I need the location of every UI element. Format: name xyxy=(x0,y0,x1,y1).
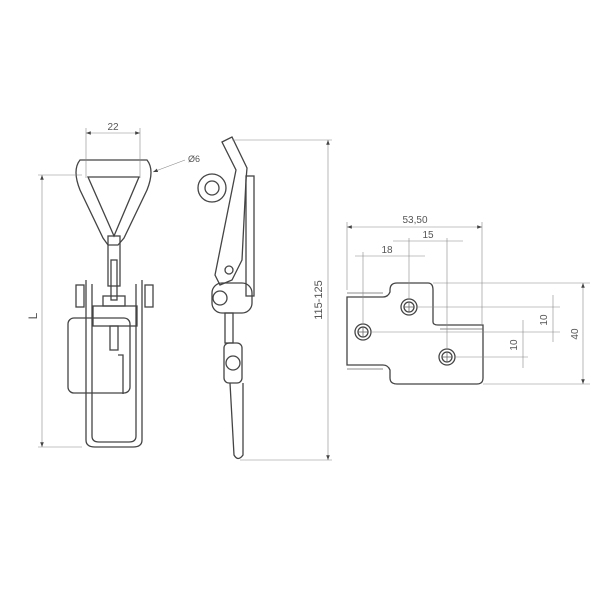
width-dimension-22: 22 xyxy=(85,122,141,178)
plate-view xyxy=(346,282,484,385)
mounting-hole xyxy=(354,323,372,341)
front-view xyxy=(67,159,154,448)
hole-offset-18-label: 18 xyxy=(381,245,393,256)
hole-offset-15-label: 15 xyxy=(422,230,434,241)
overall-width-label: 53,50 xyxy=(402,215,427,226)
mounting-hole xyxy=(400,298,418,316)
overall-height-label: 40 xyxy=(570,328,581,340)
width-dim-label: 22 xyxy=(107,122,119,133)
plate-dimensions: 53,50 15 18 10 10 40 xyxy=(346,215,590,385)
side-view xyxy=(197,136,255,460)
diameter-dim-label: Ø6 xyxy=(188,154,200,164)
height-dim-label: 115-125 xyxy=(313,280,325,320)
mounting-hole xyxy=(438,348,456,366)
vertical-pitch-1-label: 10 xyxy=(539,314,550,326)
diameter-dimension: Ø6 xyxy=(152,154,200,173)
length-dimension-l: L xyxy=(26,174,82,448)
height-dimension: 115-125 xyxy=(232,139,332,461)
vertical-pitch-2-label: 10 xyxy=(509,339,520,351)
length-dim-label: L xyxy=(26,312,40,319)
